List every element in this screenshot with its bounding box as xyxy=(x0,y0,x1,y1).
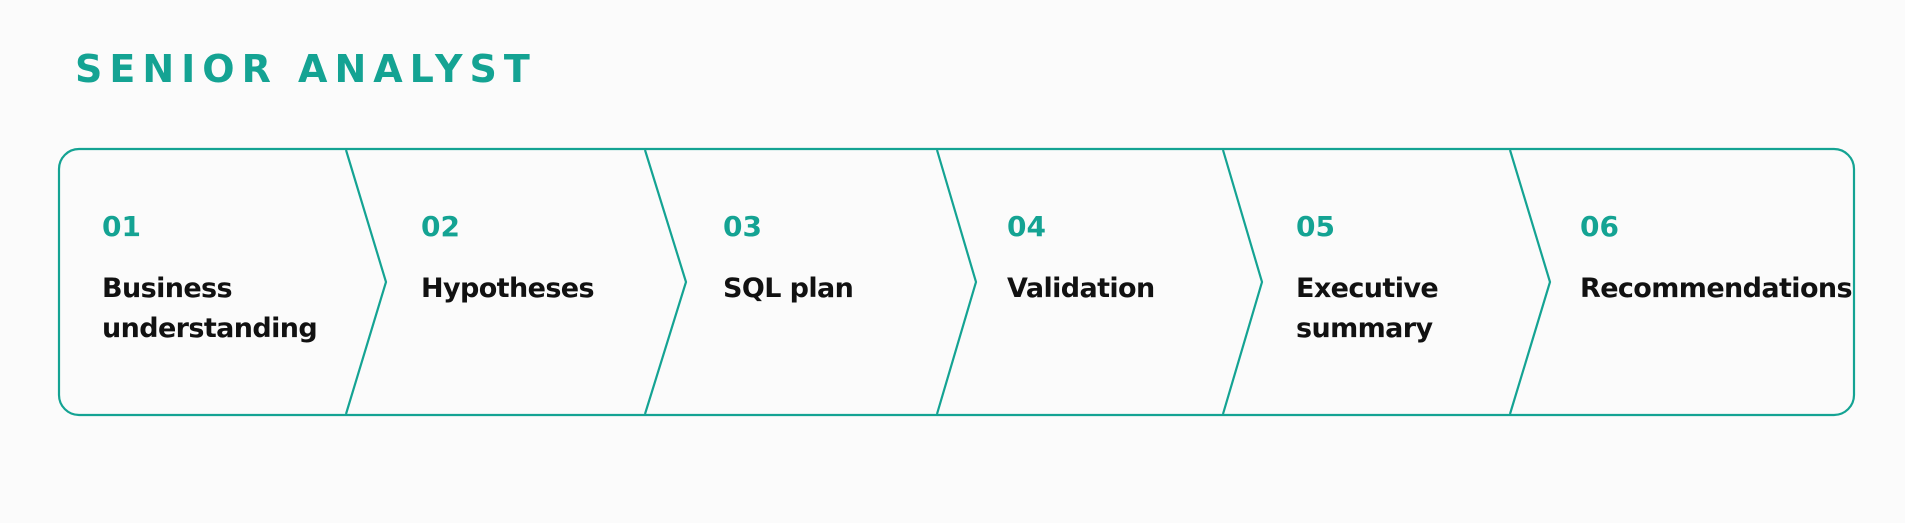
step-label: Business understanding xyxy=(102,269,318,349)
process-step: 03 SQL plan xyxy=(723,210,854,309)
process-step: 01 Business understanding xyxy=(102,210,318,349)
step-label: SQL plan xyxy=(723,269,854,309)
page-title: SENIOR ANALYST xyxy=(75,47,537,91)
step-number: 04 xyxy=(1007,210,1046,243)
step-label-line: Recommendations xyxy=(1580,273,1853,304)
step-label: Recommendations xyxy=(1580,269,1853,309)
chevron-separator xyxy=(1508,149,1552,415)
step-label-line: Hypotheses xyxy=(421,273,595,304)
process-step: 02 Hypotheses xyxy=(421,210,595,309)
chevron-separator xyxy=(935,149,978,415)
step-number: 01 xyxy=(102,210,141,243)
step-label-line: understanding xyxy=(102,313,318,344)
step-label-line: summary xyxy=(1296,313,1433,344)
step-label: Validation xyxy=(1007,269,1155,309)
step-number: 03 xyxy=(723,210,762,243)
chevron-separator xyxy=(344,149,388,415)
process-step: 06 Recommendations xyxy=(1580,210,1853,309)
process-step: 05 Executive summary xyxy=(1296,210,1439,349)
chevron-separator xyxy=(643,149,688,415)
step-label: Executive summary xyxy=(1296,269,1439,349)
chevron-separator xyxy=(1221,149,1264,415)
step-label-line: Business xyxy=(102,273,233,304)
step-number: 05 xyxy=(1296,210,1335,243)
step-label-line: Validation xyxy=(1007,273,1155,304)
step-number: 06 xyxy=(1580,210,1619,243)
step-number: 02 xyxy=(421,210,460,243)
process-flow-border xyxy=(57,147,1856,417)
step-label-line: SQL plan xyxy=(723,273,854,304)
process-step: 04 Validation xyxy=(1007,210,1155,309)
step-label-line: Executive xyxy=(1296,273,1439,304)
step-separators xyxy=(344,149,1552,415)
step-label: Hypotheses xyxy=(421,269,595,309)
